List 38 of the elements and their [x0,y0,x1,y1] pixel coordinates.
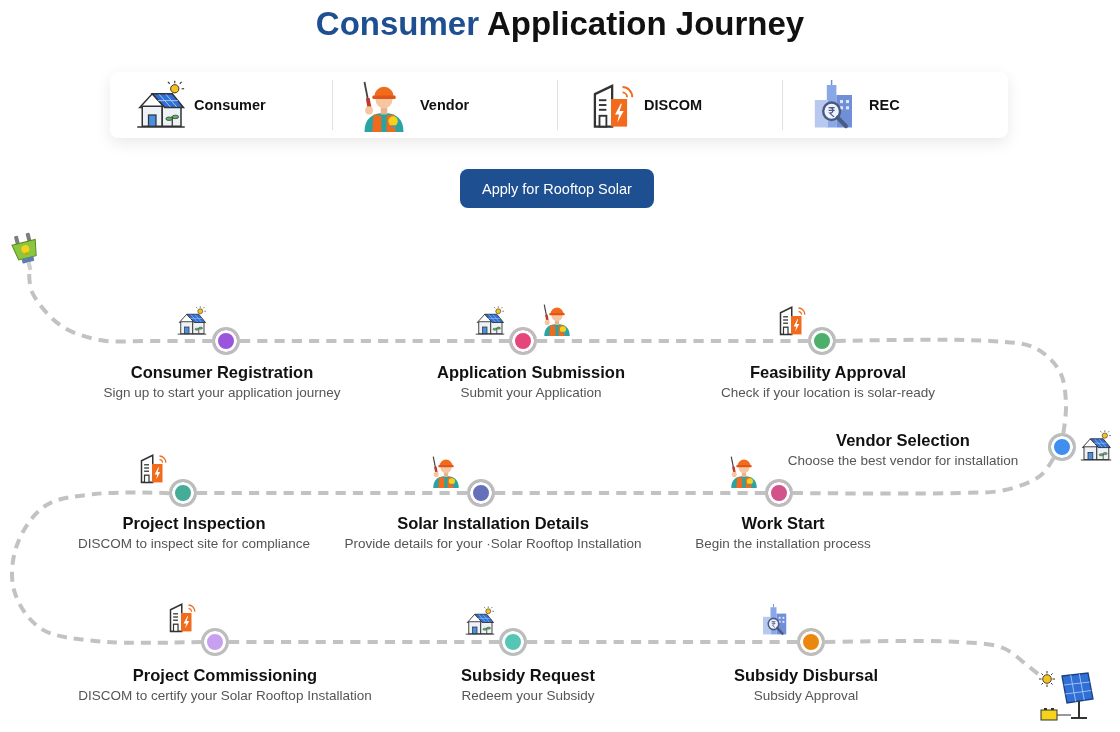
step-title: Solar Installation Details [397,513,589,533]
dashed-path [10,490,202,645]
step-description: Provide details for your ·Solar Rooftop Installation [344,535,642,552]
step-description: DISCOM to inspect site for compliance [78,535,310,552]
step-title: Project Inspection [122,513,266,533]
step-description: Choose the best vendor for installation [787,452,1019,469]
dashed-path [197,491,467,495]
step-title: Subsidy Request [461,665,595,685]
dashed-path [793,457,1056,496]
solar-panel-icon [1038,670,1094,722]
step-description: Sign up to start your application journey [103,384,341,401]
legend-label: Vendor [420,96,470,114]
dashed-path [835,337,1068,434]
legend-label: REC [869,96,900,114]
step-title: Work Start [741,513,825,533]
step-title: Subsidy Disbursal [734,665,878,685]
dashed-path [229,640,499,644]
step-title: Vendor Selection [836,430,970,450]
step-description: Begin the installation process [695,535,871,552]
dashed-path [537,339,808,343]
step-description: Redeem your Subsidy [461,687,595,704]
dashed-path [27,273,212,344]
step-title: Feasibility Approval [749,362,907,382]
step-description: DISCOM to certify your Solar Rooftop Installation [78,687,372,704]
step-title: Consumer Registration [130,362,314,382]
dashed-path [240,339,509,343]
legend-label: Consumer [194,96,266,114]
dashed-path [495,491,765,495]
page-title: Consumer Application Journey [315,4,805,44]
step-title: Project Commissioning [132,665,318,685]
legend-label: DISCOM [644,96,702,114]
dashed-path [527,640,797,644]
dashed-path [824,639,1040,676]
step-description: Submit your Application [460,384,602,401]
apply-button: Apply for Rooftop Solar [460,169,654,208]
step-description: Check if your location is solar-ready [721,384,935,401]
step-description: Subsidy Approval [753,687,859,704]
step-title: Application Submission [437,362,625,382]
